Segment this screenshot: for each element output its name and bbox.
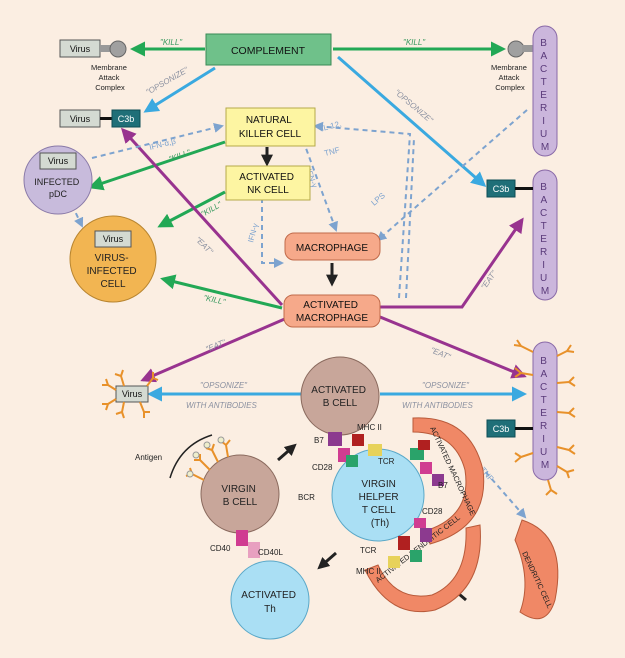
bcr-label: BCR bbox=[298, 493, 315, 502]
antigen-label: Antigen bbox=[135, 453, 162, 462]
opsonized-virus: Virus bbox=[102, 369, 159, 419]
cd40-label: CD40 bbox=[210, 544, 231, 553]
virgin-b-cell-label: VIRGIN B CELL bbox=[221, 484, 258, 508]
activated-nk-cell: ACTIVATED NK CELL bbox=[225, 165, 311, 201]
virgin-b-cell: VIRGIN B CELL bbox=[169, 434, 280, 534]
antibodies-bacterium bbox=[513, 339, 576, 496]
c3b-label-left: C3b bbox=[118, 114, 135, 124]
helper-to-activated-th-arrow bbox=[317, 551, 337, 570]
activated-macrophage-kill-infected-arrow bbox=[160, 274, 283, 310]
receptor-blocks bbox=[236, 432, 444, 568]
cd28-label-macrophage: CD28 bbox=[422, 507, 443, 516]
tnf-label: TNF bbox=[323, 145, 340, 158]
il12-label: IL-12, bbox=[320, 119, 342, 133]
bacterium-label-2: B A C T E R I U M bbox=[540, 182, 550, 297]
with-antibodies-label-left: WITH ANTIBODIES bbox=[186, 401, 257, 410]
complement-opsonize-bacterium-arrow bbox=[337, 55, 487, 187]
bacterium-2: B A C T E R I U M C3b bbox=[486, 169, 558, 301]
bacterium-label-3: B A C T E R I U M bbox=[540, 356, 550, 471]
tnf-to-dendritic-arrow bbox=[461, 444, 527, 519]
opsonize-label-bacterium: "OPSONIZE" bbox=[393, 88, 436, 126]
virus-infected-label: VIRUS- INFECTED CELL bbox=[87, 253, 140, 290]
tcr-label-dendritic: TCR bbox=[360, 546, 377, 555]
antibodies-virus bbox=[102, 369, 159, 419]
activated-nk-kill-infected-arrow bbox=[157, 190, 226, 228]
b7-label-macrophage: B7 bbox=[438, 481, 448, 490]
infected-pdc-label: INFECTED pDC bbox=[34, 177, 82, 199]
complement-opsonize-virus-arrow bbox=[143, 66, 216, 113]
eat-label-bacterium: "EAT" bbox=[429, 346, 453, 363]
virus-label-top: Virus bbox=[70, 44, 91, 54]
arrows-layer bbox=[71, 41, 528, 602]
macrophage-eat-bacterium-c3b-arrow bbox=[380, 217, 524, 309]
cd40l-label: CD40L bbox=[258, 548, 283, 557]
mhc2-label-dendritic: MHC II bbox=[356, 567, 381, 576]
virgin-to-activated-bcell-arrow bbox=[277, 443, 297, 462]
cd28-label-bcell: CD28 bbox=[312, 463, 333, 472]
virgin-helper-label: VIRGIN HELPER T CELL (Th) bbox=[359, 479, 402, 529]
macrophage-eat-opsonized-bacterium-arrow bbox=[379, 315, 527, 379]
virus-label-infected: Virus bbox=[103, 234, 124, 244]
macrophage-label: MACROPHAGE bbox=[296, 243, 369, 254]
opsonize-label-virus: "OPSONIZE" bbox=[145, 65, 191, 97]
nk-label: NATURAL KILLER CELL bbox=[239, 115, 302, 140]
receptor-labels: Antigen BCR B7 MHC II CD28 TCR B7 CD28 T… bbox=[135, 423, 448, 576]
complement-label: COMPLEMENT bbox=[231, 45, 306, 57]
ifn-ab-label-nk: IFN-α,β bbox=[148, 137, 177, 152]
macrophage-eat-virus-c3b-arrow bbox=[120, 127, 284, 307]
ifn-g-label-activated-nk: IFN-γ bbox=[246, 222, 260, 243]
eat-label-virus: "EAT" bbox=[204, 337, 228, 354]
activated-macrophage-label: ACTIVATED MACROPHAGE bbox=[296, 300, 369, 324]
kill-label-nk: "KILL" bbox=[168, 147, 193, 163]
il12-tnf-macrophage-to-nk-arrow bbox=[313, 121, 412, 299]
complement-box: COMPLEMENT bbox=[205, 33, 332, 66]
virus-label-opsonized: Virus bbox=[122, 389, 143, 399]
infected-pdc: Virus INFECTED pDC bbox=[23, 145, 93, 215]
ifn-g-activated-nk-to-macrophage-arrow bbox=[261, 198, 284, 268]
c3b-label-lower: C3b bbox=[493, 424, 510, 434]
lps-label: LPS bbox=[370, 191, 387, 208]
virus-label-c3b: Virus bbox=[70, 114, 91, 124]
mhc2-label-bcell: MHC II bbox=[357, 423, 382, 432]
mac-label-left: Membrane Attack Complex bbox=[91, 63, 129, 92]
ifn-ab-pdc-to-nk-arrow bbox=[91, 123, 224, 159]
virus-c3b-left: Virus C3b bbox=[59, 109, 141, 128]
eat-label-c3b: "EAT" bbox=[194, 235, 216, 257]
kill-label-virus: "KILL" bbox=[160, 38, 183, 47]
mac-label-right: Membrane Attack Complex bbox=[491, 63, 529, 92]
bacterium-3: B A C T E R I U M C3b bbox=[486, 339, 576, 496]
virus-mac-left: Virus Membrane Attack Complex bbox=[59, 39, 129, 92]
c3b-label-right: C3b bbox=[493, 184, 510, 194]
b7-label-bcell: B7 bbox=[314, 436, 324, 445]
activated-th-label: ACTIVATED Th bbox=[241, 590, 298, 615]
virus-infected-cell: Virus VIRUS- INFECTED CELL bbox=[69, 215, 157, 303]
activated-macrophage: ACTIVATED MACROPHAGE bbox=[283, 294, 381, 328]
natural-killer-cell: NATURAL KILLER CELL bbox=[225, 107, 316, 147]
macrophage: MACROPHAGE bbox=[284, 232, 381, 261]
opsonize-antibody-label-right: "OPSONIZE" bbox=[422, 381, 470, 390]
activated-b-cell-label: ACTIVATED B CELL bbox=[311, 385, 368, 409]
opsonize-antibody-label-left: "OPSONIZE" bbox=[200, 381, 248, 390]
macrophage-eat-opsonized-virus-arrow bbox=[140, 316, 288, 383]
nk-kill-pdc-arrow bbox=[88, 140, 226, 191]
activated-nk-label: ACTIVATED NK CELL bbox=[239, 172, 296, 196]
mac-right: Membrane Attack Complex bbox=[491, 40, 534, 92]
tcr-label-bcell: TCR bbox=[378, 457, 395, 466]
bacterium-1: B A C T E R I U M bbox=[532, 25, 558, 157]
lps-bacterium-to-macrophage-arrow bbox=[376, 109, 528, 242]
kill-label-bacterium: "KILL" bbox=[403, 38, 426, 47]
activated-th-cell: ACTIVATED Th bbox=[230, 560, 310, 640]
bacterium-label-1: B A C T E R I U M bbox=[540, 38, 550, 153]
with-antibodies-label-right: WITH ANTIBODIES bbox=[402, 401, 473, 410]
virus-label-pdc: Virus bbox=[48, 156, 69, 166]
dendritic-cell: DENDRITIC CELL bbox=[514, 519, 559, 620]
